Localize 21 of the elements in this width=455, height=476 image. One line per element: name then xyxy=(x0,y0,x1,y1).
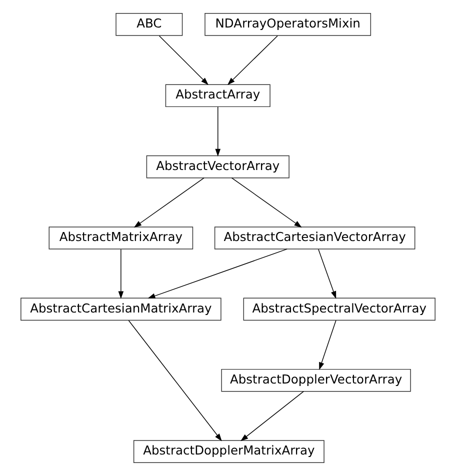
arrow xyxy=(147,248,287,298)
arrow xyxy=(230,178,302,228)
node-box: AbstractDopplerVectorArray xyxy=(220,368,410,392)
node-box: ABC xyxy=(115,13,182,36)
node-box: NDArrayOperatorsMixin xyxy=(204,13,371,36)
arrow xyxy=(240,391,304,442)
arrow xyxy=(118,249,124,299)
node-box: AbstractArray xyxy=(164,84,270,108)
arrow xyxy=(128,320,222,442)
arrow xyxy=(318,320,336,370)
node-box: AbstractDopplerMatrixArray xyxy=(132,440,324,463)
arrow xyxy=(226,35,278,85)
arrow xyxy=(133,178,204,228)
arrow xyxy=(318,249,336,299)
node-box: AbstractCartesianMatrixArray xyxy=(20,298,221,321)
node-box: AbstractCartesianVectorArray xyxy=(214,226,415,250)
node-box: AbstractVectorArray xyxy=(146,155,289,178)
node-box: AbstractSpectralVectorArray xyxy=(242,298,435,321)
node-box: AbstractMatrixArray xyxy=(48,226,193,250)
arrow xyxy=(214,106,220,157)
arrow xyxy=(158,35,208,86)
